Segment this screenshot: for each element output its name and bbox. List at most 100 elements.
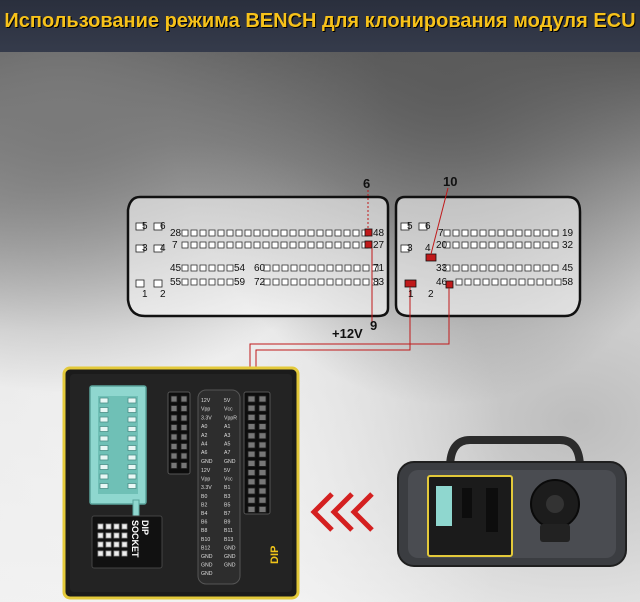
ecu-left-pin-grid [135, 222, 379, 288]
ecu-pin [190, 278, 198, 286]
programmer-header-mini-1 [462, 488, 472, 518]
ecu-pin [551, 241, 559, 249]
header2-pin [247, 469, 256, 477]
header2-pin [258, 450, 267, 458]
ecu-pin [524, 229, 532, 237]
header2-pin [258, 432, 267, 440]
ecu-pin [325, 241, 333, 249]
ecu-pin [289, 241, 297, 249]
ecu-left-mid-54: 54 [234, 263, 246, 274]
ecu-pin [353, 278, 361, 286]
ecu-left-row1-start: 28 [170, 228, 182, 239]
ecu-pin [153, 244, 163, 253]
header-pin-label: B5 [224, 502, 230, 508]
dip-pin [113, 523, 120, 530]
ecu-pin [506, 229, 514, 237]
header-pin-label: A7 [224, 450, 230, 456]
zif-pin [127, 445, 137, 451]
header2-pin [247, 505, 256, 513]
header2-pin [247, 404, 256, 412]
ecu-pin [542, 241, 550, 249]
zif-pin [127, 483, 137, 489]
header-pin-label: B2 [201, 502, 207, 508]
dip-pin [97, 523, 104, 530]
ecu-pin [506, 241, 514, 249]
zif-pin [127, 473, 137, 480]
ecu-pin [542, 229, 550, 237]
ecu-pin [464, 278, 472, 286]
ecu-pin [253, 229, 261, 237]
dip-pin [105, 550, 112, 557]
zif-pin [127, 426, 137, 432]
header-pin-label: B3 [224, 494, 230, 500]
ecu-pin [271, 229, 279, 237]
ecu-pin [244, 241, 252, 249]
ecu-pin [515, 241, 523, 249]
ecu-pin [461, 264, 469, 272]
ecu-pin [524, 241, 532, 249]
ecu-pin [491, 278, 499, 286]
ecu-pin [153, 279, 163, 288]
header1-pin [180, 414, 188, 422]
callout-label-10: 10 [443, 174, 458, 189]
ecu-pin [298, 241, 306, 249]
ecu-pin [316, 229, 324, 237]
zif-pin [127, 454, 137, 461]
ecu-pin [536, 278, 544, 286]
header-pin-label: GND [201, 563, 213, 569]
dip-pin [97, 550, 104, 557]
ecu-pin [343, 241, 351, 249]
ecu-pin [515, 229, 523, 237]
dip-socket-label-line1: DIP [140, 520, 150, 536]
header-pin-label: B11 [224, 528, 233, 534]
ecu-pin [199, 241, 207, 249]
ecu-pin [470, 264, 478, 272]
dip-pin [97, 532, 104, 539]
zif-pin [99, 397, 109, 404]
header-pin-label: B9 [224, 520, 230, 526]
ecu-pin [235, 241, 243, 249]
ecu-pin [479, 241, 487, 249]
header-pin-label: B0 [201, 494, 207, 500]
ecu-right-row2-start: 20 [436, 240, 448, 251]
ecu-left-connector [126, 195, 390, 318]
ecu-pin [488, 241, 496, 249]
header2-pin [247, 496, 256, 504]
ecu-pin [217, 229, 225, 237]
ecu-pin [334, 241, 342, 249]
header-pin-label: A4 [201, 442, 207, 448]
dip-pin [121, 541, 128, 548]
ecu-left-row4-end: 83 [373, 277, 385, 288]
header-pin-label: Vcc [224, 407, 233, 413]
programmer-key-socket-inner [546, 495, 564, 513]
zif-pin [127, 435, 137, 442]
ecu-pin [362, 278, 370, 286]
ecu-left-pin-3: 3 [142, 243, 148, 254]
zif-pin [127, 416, 137, 423]
header2-pin [258, 423, 267, 431]
ecu-pin [135, 244, 145, 253]
header2-pin [258, 395, 267, 403]
ecu-pin [280, 229, 288, 237]
ecu-pin [181, 264, 189, 272]
ecu-right-pin-4: 4 [425, 243, 431, 254]
header2-pin [258, 441, 267, 449]
dip-pin [105, 541, 112, 548]
header2-pin [258, 413, 267, 421]
ecu-pin [400, 244, 410, 253]
ecu-pin [497, 241, 505, 249]
header-pin-label: GND [224, 459, 236, 465]
ecu-pin [335, 278, 343, 286]
header2-pin [247, 450, 256, 458]
ecu-pin [272, 264, 280, 272]
ecu-pin [135, 279, 145, 288]
header-pin-label: GND [201, 459, 213, 465]
ecu-pin [289, 229, 297, 237]
header-pin-label: GND [201, 571, 213, 577]
ecu-pin [452, 241, 460, 249]
zif-pin [99, 407, 109, 413]
ecu-pin [244, 229, 252, 237]
ecu-left-mid-59: 59 [234, 277, 246, 288]
header-pin-label: B1 [224, 485, 230, 491]
header1-pin [180, 443, 188, 450]
